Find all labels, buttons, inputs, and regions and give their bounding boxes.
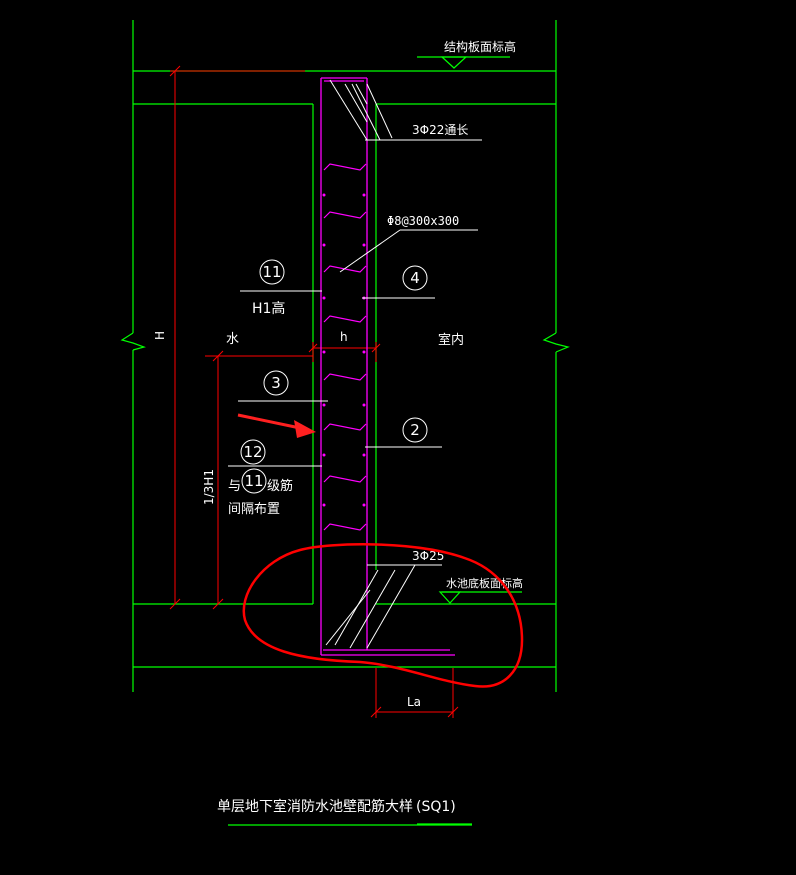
- red-arrow: [237, 413, 316, 438]
- rebar-dot: [362, 453, 366, 457]
- rebar-dot: [362, 193, 366, 197]
- hatch-line: [344, 83, 368, 123]
- tie-bar: [323, 423, 367, 431]
- top-bar-label: 3Φ22通长: [412, 123, 468, 137]
- callout-circles: [240, 259, 428, 494]
- right-break-symbol: [542, 332, 570, 353]
- note-line1-prefix: 与: [228, 479, 241, 494]
- rebar-dot: [362, 503, 366, 507]
- tie-bar: [323, 163, 367, 171]
- tie-bars: [323, 163, 367, 531]
- pool-bottom-elevation-marker-icon: [438, 591, 462, 604]
- tie-bar: [323, 523, 367, 531]
- rebar-dot: [362, 350, 366, 354]
- h-dim-bottom-tick: [169, 598, 181, 610]
- la-left-tick: [370, 706, 382, 718]
- tie-bar: [323, 315, 367, 323]
- haunch-hatch-bottom: [325, 564, 416, 649]
- callout-circle-12: [240, 439, 266, 465]
- rebar-dots: [322, 193, 366, 507]
- hatch-line: [355, 83, 368, 105]
- rebar-dot: [322, 403, 326, 407]
- water-side-label: 水: [226, 332, 239, 347]
- callout-circle-3: [263, 370, 289, 396]
- structure-outline: [120, 20, 570, 826]
- rebar-dot: [362, 243, 366, 247]
- stirrup-leader: [339, 229, 401, 273]
- note-line2: 间隔布置: [228, 502, 280, 517]
- indoor-side-label: 室内: [438, 332, 464, 348]
- one-third-bottom-tick: [212, 598, 224, 610]
- callout-circle-4: [402, 265, 428, 291]
- hatch-line: [349, 569, 396, 649]
- hatch-line: [366, 83, 393, 139]
- tie-bar: [323, 211, 367, 219]
- callout-number: 2: [410, 421, 420, 439]
- top-elevation-label: 结构板面标高: [444, 39, 516, 54]
- callout-number: 3: [271, 374, 281, 392]
- rebar-dot: [362, 403, 366, 407]
- highlight-circle: [242, 543, 524, 688]
- wall-rebar: [320, 77, 455, 656]
- arrow-shaft: [237, 413, 301, 430]
- left-break-symbol: [120, 332, 146, 351]
- rebar-dot: [322, 350, 326, 354]
- hatch-line: [329, 79, 368, 141]
- bottom-bar-label: 3Φ25: [412, 549, 444, 563]
- h1-height-label: H1高: [252, 300, 285, 317]
- pool-bottom-elevation-label: 水池底板面标高: [446, 576, 523, 590]
- callout-number: 4: [410, 269, 420, 287]
- la-right-tick: [447, 706, 459, 718]
- h-dimension-label: H: [153, 331, 167, 340]
- stirrup-spec-label: Φ8@300x300: [387, 214, 459, 228]
- rebar-dot: [322, 296, 326, 300]
- callout-circle-11-top: [259, 259, 285, 285]
- callout-circle-2: [402, 417, 428, 443]
- top-elevation-marker-icon: [440, 56, 468, 69]
- tie-bar: [323, 373, 367, 381]
- rebar-dot: [322, 453, 326, 457]
- detail-code: (SQ1): [416, 799, 456, 815]
- one-third-top-tick: [212, 350, 224, 362]
- leader-lines: [228, 139, 482, 566]
- rebar-dot: [322, 503, 326, 507]
- thickness-label: h: [340, 330, 348, 344]
- rebar-dot: [322, 193, 326, 197]
- one-third-h1-label: 1/3H1: [202, 469, 216, 505]
- tie-bar: [323, 475, 367, 483]
- arrow-head-icon: [294, 420, 316, 438]
- hatch-line: [351, 83, 381, 141]
- h-dim-top-tick: [169, 65, 181, 77]
- hatch-line: [325, 589, 371, 646]
- anchor-length-label: La: [407, 695, 421, 709]
- note-line1-suffix: 级筋: [267, 478, 293, 494]
- haunch-hatch-top: [329, 79, 393, 141]
- callout-number: 11: [244, 472, 263, 490]
- detail-title: 单层地下室消防水池壁配筋大样: [217, 798, 413, 815]
- rebar-dot: [322, 243, 326, 247]
- callout-number: 12: [243, 443, 262, 461]
- callout-number: 11: [262, 263, 281, 281]
- callout-circle-11-note: [241, 468, 267, 494]
- hatch-line: [366, 564, 416, 649]
- dimension-lines: [169, 65, 459, 718]
